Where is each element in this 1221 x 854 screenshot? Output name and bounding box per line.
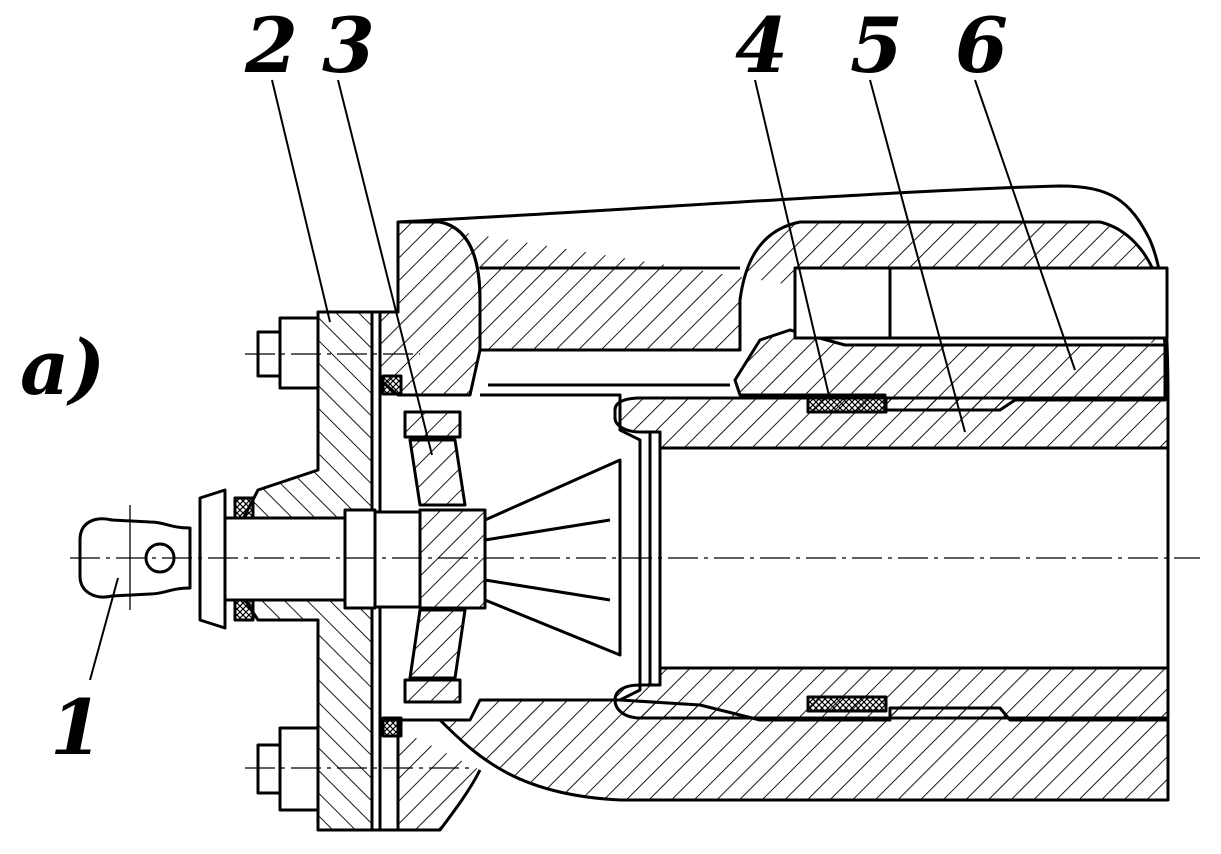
- callout-3: 3: [322, 1, 375, 90]
- callout-5: 5: [850, 1, 903, 90]
- impeller-nut: [418, 508, 487, 610]
- packing-upper: [806, 396, 888, 414]
- lower-bolt-head: [278, 726, 320, 812]
- seal-upper: [233, 496, 255, 520]
- casing-bottom-wall: [378, 698, 1170, 802]
- seal-lower: [233, 598, 255, 622]
- sleeve-upper: [613, 396, 1170, 450]
- panel-label: a): [20, 323, 106, 412]
- casing-front-flange: [378, 220, 482, 397]
- leader-1: [89, 577, 119, 681]
- callout-4: 4: [735, 1, 788, 90]
- impeller-rim-top: [403, 410, 462, 439]
- callout-6: 6: [955, 1, 1008, 90]
- impeller-blade-lower: [408, 608, 467, 680]
- sleeve-lower: [613, 666, 1170, 720]
- cover-seal-bottom: [381, 716, 403, 738]
- casing-slot: [793, 266, 1169, 340]
- impeller-rim-bottom: [403, 678, 462, 704]
- shaft-nut: [198, 488, 227, 630]
- leader-6: [974, 79, 1076, 371]
- cover-seal-top: [381, 374, 403, 396]
- impeller-blade-upper: [408, 438, 467, 507]
- packing-lower: [806, 695, 888, 713]
- callout-1: 1: [50, 683, 103, 772]
- leader-5: [869, 79, 966, 433]
- shaft-body: [223, 516, 347, 602]
- shaft-collar: [343, 508, 377, 610]
- leader-4: [754, 79, 831, 401]
- lower-bolt-nut: [256, 743, 282, 795]
- upper-bolt-head: [278, 316, 320, 390]
- leader-3: [337, 79, 433, 456]
- shaft-shoulder: [373, 510, 422, 609]
- leader-2: [271, 79, 331, 323]
- callout-2: 2: [245, 1, 298, 90]
